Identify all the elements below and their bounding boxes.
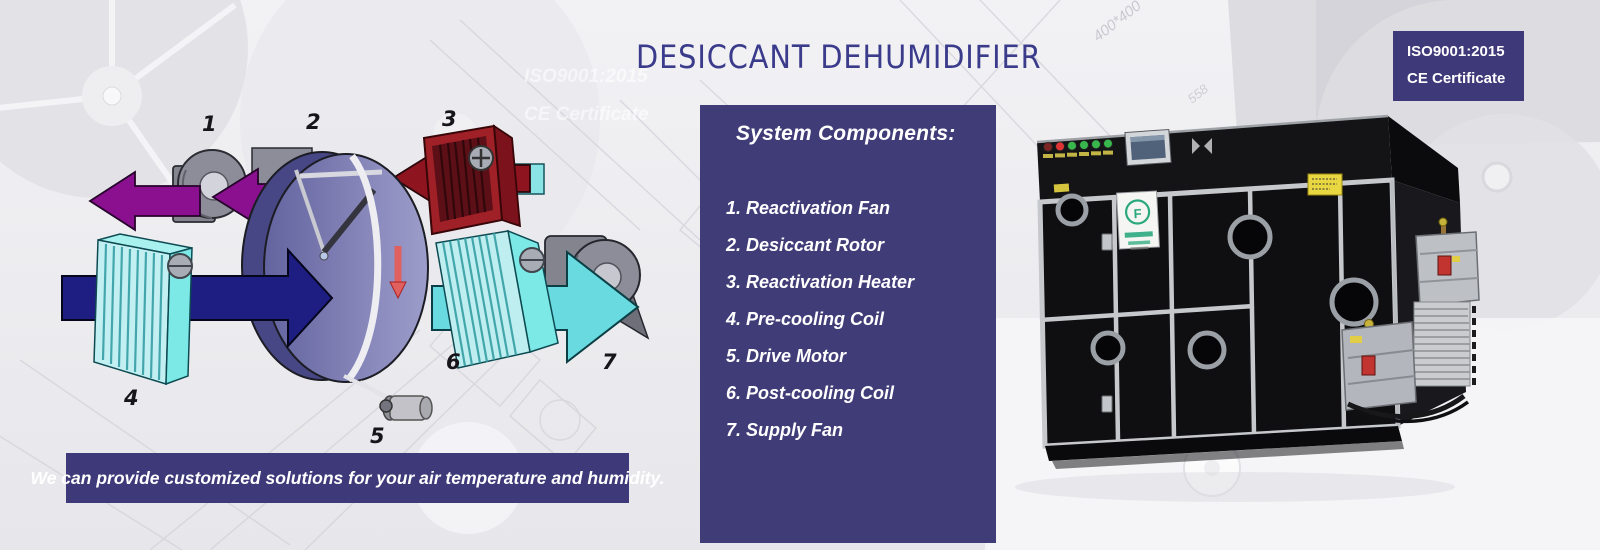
watermark-circle-dot [1204,460,1220,476]
post-cooling-coil-illustration [435,229,559,369]
dehumidifier-machine-illustration: F [1015,114,1480,502]
component-item-3: 3. Reactivation Heater [726,272,915,292]
diagram-label-5: 5 [370,424,385,448]
side-duct-box [1341,319,1417,411]
diagram-label-3: 3 [442,107,457,131]
porthole [1090,330,1126,366]
porthole-windows [1055,193,1379,370]
panel-heading: System Components: [736,122,956,145]
porthole [1329,277,1379,327]
component-item-5: 5. Drive Motor [726,346,847,366]
brand-label: F [1116,190,1160,250]
diagram-label-2: 2 [306,110,321,134]
machine-base-shadow [1052,441,1404,469]
spec-label [1307,173,1343,196]
background-quarter-circle [1316,0,1456,130]
power-cable [1346,394,1466,419]
certificate-badge: ISO9001:2015 CE Certificate [1393,31,1524,101]
caption-bar: We can provide customized solutions for … [31,453,665,503]
brand-logo-letter: F [1133,206,1142,221]
component-item-1: 1. Reactivation Fan [726,198,891,218]
indicator-lights [1043,138,1113,158]
warning-label [1053,183,1070,193]
watermark-line-2: CE Certificate [524,104,649,125]
porthole [1227,214,1273,260]
diagram-label-1: 1 [202,112,217,136]
component-item-4: 4. Pre-cooling Coil [726,309,885,329]
components-list: 1. Reactivation Fan 2. Desiccant Rotor 3… [726,190,996,449]
component-item-2: 2. Desiccant Rotor [726,235,885,255]
fin-coil [1413,301,1476,387]
component-item-7: 7. Supply Fan [726,420,844,440]
ce-certificate-text: CE Certificate [1407,70,1506,87]
page-title: DESICCANT DEHUMIDIFIER [636,38,1042,76]
watermark-fan-hub-dot [102,86,122,106]
machine-base [1045,426,1402,461]
brand-emblem [1192,138,1212,154]
door-latch [1101,395,1113,413]
desiccant-rotor-illustration [241,151,429,383]
hmi-display [1124,128,1172,167]
rotation-arrow-head [389,281,407,300]
porthole [1055,193,1089,227]
diagram-label-4: 4 [124,386,139,410]
power-cable [1353,400,1470,424]
caption-text: We can provide customized solutions for … [30,467,665,488]
watermark-line-1: ISO9001:2015 [524,66,648,87]
system-diagram [61,124,650,421]
diagram-label-6: 6 [446,350,461,374]
exhaust-air-arrow [88,170,201,232]
watermark-ring [1481,161,1513,193]
pre-cooling-coil-illustration [93,233,193,386]
floor-reflection [1015,472,1455,502]
machine-top-side [1388,116,1460,203]
reactivation-heater-illustration [422,124,522,236]
certificate-ghost-watermark: ISO9001:2015 CE Certificate [524,58,649,134]
iso-certificate-text: ISO9001:2015 [1407,43,1505,60]
porthole [1187,330,1227,370]
components-panel: System Components: 1. Reactivation Fan 2… [700,105,996,543]
drive-motor-illustration [343,374,433,421]
component-item-6: 6. Post-cooling Coil [726,383,895,403]
side-damper-box [1415,217,1480,307]
rotor-belt [345,153,382,383]
door-latch [1101,233,1113,251]
diagram-label-7: 7 [602,350,617,374]
